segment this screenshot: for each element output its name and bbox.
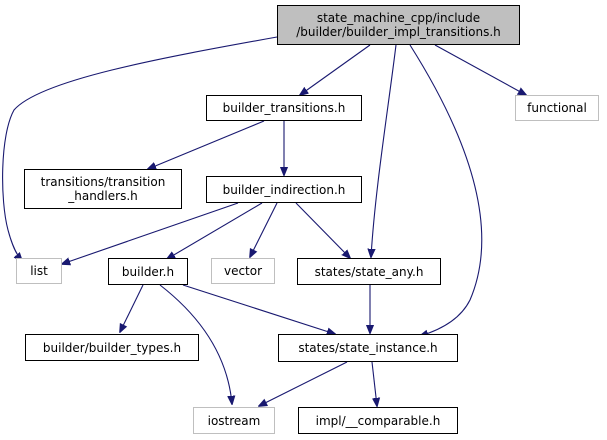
node-comparable[interactable]: impl/__comparable.h: [298, 407, 458, 434]
node-state-instance[interactable]: states/state_instance.h: [278, 334, 458, 362]
node-vector: vector: [211, 258, 275, 284]
node-functional: functional: [515, 95, 599, 121]
edge-builder-to-state-instance: [182, 284, 335, 334]
edge-builder-indirection-to-state-any: [295, 202, 350, 258]
edge-root-to-state-instance: [409, 44, 483, 336]
edge-builder-to-iostream: [159, 284, 232, 404]
edge-builder-transitions-to-transition-handlers: [148, 120, 265, 169]
node-builder-indirection[interactable]: builder_indirection.h: [206, 176, 362, 203]
edge-root-to-state-any: [371, 44, 397, 257]
node-builder-types[interactable]: builder/builder_types.h: [25, 334, 199, 361]
edge-state-instance-to-comparable: [371, 361, 377, 406]
edge-builder-indirection-to-builder: [167, 202, 263, 259]
node-builder-transitions[interactable]: builder_transitions.h: [206, 95, 362, 121]
edge-builder-indirection-to-list: [62, 202, 239, 264]
node-builder-impl-transitions[interactable]: state_machine_cpp/include /builder/build…: [277, 5, 520, 45]
node-transition-handlers[interactable]: transitions/transition _handlers.h: [24, 169, 182, 209]
node-state-any[interactable]: states/state_any.h: [297, 258, 441, 285]
node-iostream: iostream: [193, 407, 275, 434]
edge-root-to-builder-transitions: [300, 44, 371, 95]
edge-root-to-functional: [434, 44, 526, 95]
edge-builder-indirection-to-vector: [250, 202, 278, 257]
edge-state-instance-to-iostream: [259, 361, 348, 406]
node-list: list: [16, 258, 62, 284]
edge-root-to-list: [2, 36, 278, 261]
edge-builder-to-builder-types: [120, 284, 144, 332]
node-builder[interactable]: builder.h: [108, 258, 188, 285]
